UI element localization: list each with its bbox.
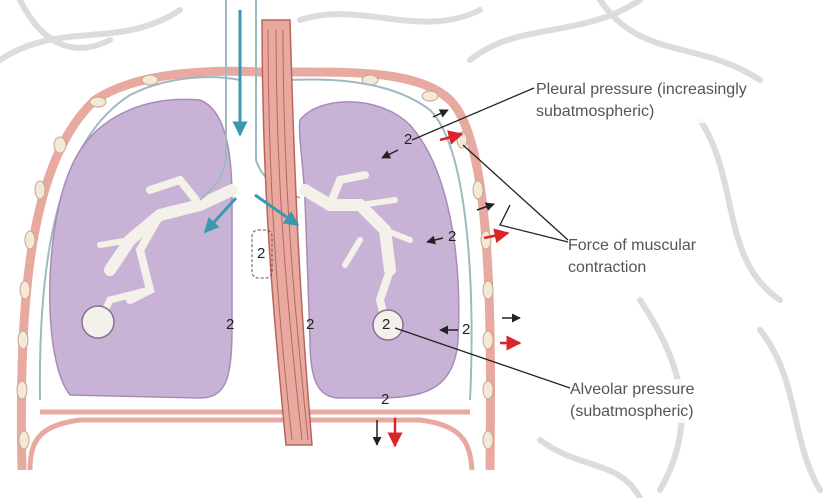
muscle-force-label: Force of muscular contraction: [568, 235, 696, 279]
esophagus: [262, 20, 312, 445]
pleural-pressure-value: 2: [404, 132, 412, 148]
pleural-pressure-label-line1: Pleural pressure (increasingly: [536, 79, 747, 101]
right-lung: [300, 102, 459, 398]
alveolar-pressure-label-line1: Alveolar pressure: [570, 379, 695, 401]
muscle-force-label-line1: Force of muscular: [568, 235, 696, 257]
alveolar-pressure-label: Alveolar pressure (subatmospheric): [570, 379, 695, 423]
pleural-pressure-label: Pleural pressure (increasingly subatmosp…: [536, 79, 747, 123]
pleural-pressure-value: 2: [381, 392, 389, 408]
alveolus-left: [82, 306, 114, 338]
pleural-pressure-label-line2: subatmospheric): [536, 101, 747, 123]
pleural-pressure-value: 2: [226, 317, 234, 333]
alveolar-pressure-value: 2: [382, 317, 390, 333]
diaphragm: [30, 412, 472, 470]
pleural-pressure-value: 2: [306, 317, 314, 333]
mediastinal-pressure-value: 2: [257, 246, 265, 262]
pleural-pressure-value: 2: [448, 229, 456, 245]
pleural-pressure-value: 2: [462, 322, 470, 338]
alveolar-pressure-label-line2: (subatmospheric): [570, 401, 695, 423]
muscle-force-label-line2: contraction: [568, 257, 696, 279]
